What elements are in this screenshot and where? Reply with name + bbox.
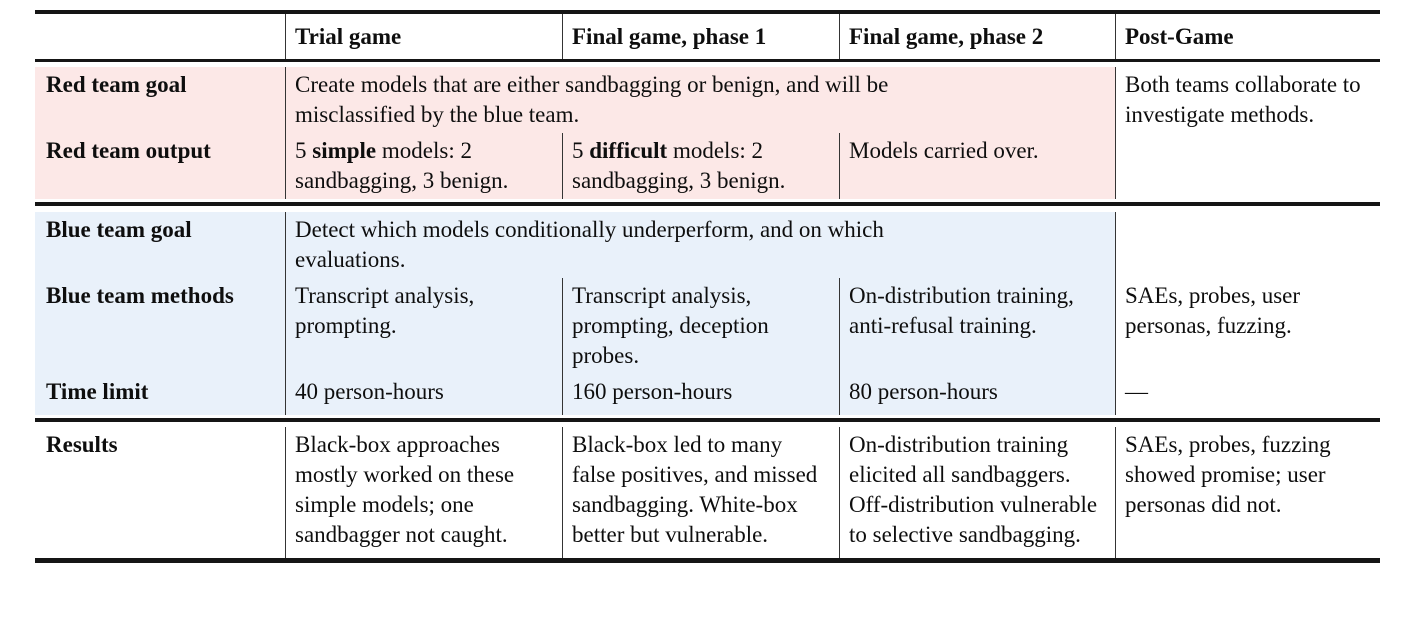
table-top-rule xyxy=(35,10,1380,14)
red-output-final2-cell: Models carried over. xyxy=(839,133,1115,199)
red-team-section: Red team goal Create models that are eit… xyxy=(35,67,1380,199)
blue-team-methods-label: Blue team methods xyxy=(46,283,234,308)
red-output-trial-prefix: 5 xyxy=(295,138,313,163)
blue-team-goal-cell: Detect which models conditionally underp… xyxy=(285,212,1115,278)
red-output-trial-keyword: simple xyxy=(312,138,377,163)
blue-team-section: Blue team goal Detect which models condi… xyxy=(35,212,1380,415)
header-bottom-rule xyxy=(35,59,1380,62)
red-output-final1-suffix: models: 2 sandbagging, 3 benign. xyxy=(572,138,786,193)
blue-post-game-empty-cell xyxy=(1115,212,1380,278)
blue-methods-trial-cell: Transcript analysis, prompting. xyxy=(285,278,562,374)
header-cell-final-game-phase-1: Final game, phase 1 xyxy=(562,14,839,59)
results-final2-cell: On-distribution training elicited all sa… xyxy=(839,427,1115,558)
red-output-final1-cell: 5 difficult models: 2 sandbagging, 3 ben… xyxy=(562,133,839,199)
header-cell-post-game: Post-Game xyxy=(1115,14,1380,59)
blue-results-separator-rule xyxy=(35,418,1380,422)
red-output-trial-cell: 5 simple models: 2 sandbagging, 3 benign… xyxy=(285,133,562,199)
red-blue-separator-rule xyxy=(35,202,1380,206)
results-post-cell: SAEs, probes, fuzzing showed promise; us… xyxy=(1115,427,1380,558)
time-limit-post-cell: — xyxy=(1115,374,1380,415)
header-cell-empty xyxy=(35,14,285,59)
results-trial-cell: Black-box approaches mostly worked on th… xyxy=(285,427,562,558)
time-limit-label: Time limit xyxy=(46,379,149,404)
time-limit-trial-cell: 40 person-hours xyxy=(285,374,562,415)
header-cell-trial-game: Trial game xyxy=(285,14,562,59)
table-bottom-rule xyxy=(35,558,1380,563)
blue-methods-final2-cell: On-distribution training, anti-refusal t… xyxy=(839,278,1115,374)
experiment-summary-table: Trial game Final game, phase 1 Final gam… xyxy=(35,10,1380,563)
red-output-final1-prefix: 5 xyxy=(572,138,590,163)
red-team-output-label: Red team output xyxy=(46,138,211,163)
red-output-final1-keyword: difficult xyxy=(589,138,668,163)
time-limit-final1-cell: 160 person-hours xyxy=(562,374,839,415)
blue-methods-final1-cell: Transcript analysis, prompting, deceptio… xyxy=(562,278,839,374)
red-team-goal-cell: Create models that are either sandbaggin… xyxy=(285,67,1115,133)
results-label: Results xyxy=(46,432,118,457)
red-team-goal-label: Red team goal xyxy=(46,72,187,97)
blue-methods-post-cell: SAEs, probes, user personas, fuzzing. xyxy=(1115,278,1380,374)
results-section: Results Black-box approaches mostly work… xyxy=(35,427,1380,558)
time-limit-final2-cell: 80 person-hours xyxy=(839,374,1115,415)
red-post-game-cell: Both teams collaborate to investigate me… xyxy=(1115,67,1380,199)
header-cell-final-game-phase-2: Final game, phase 2 xyxy=(839,14,1115,59)
table-header-row: Trial game Final game, phase 1 Final gam… xyxy=(35,14,1380,59)
results-final1-cell: Black-box led to many false positives, a… xyxy=(562,427,839,558)
red-output-trial-suffix: models: 2 sandbagging, 3 benign. xyxy=(295,138,509,193)
blue-team-goal-label: Blue team goal xyxy=(46,217,192,242)
